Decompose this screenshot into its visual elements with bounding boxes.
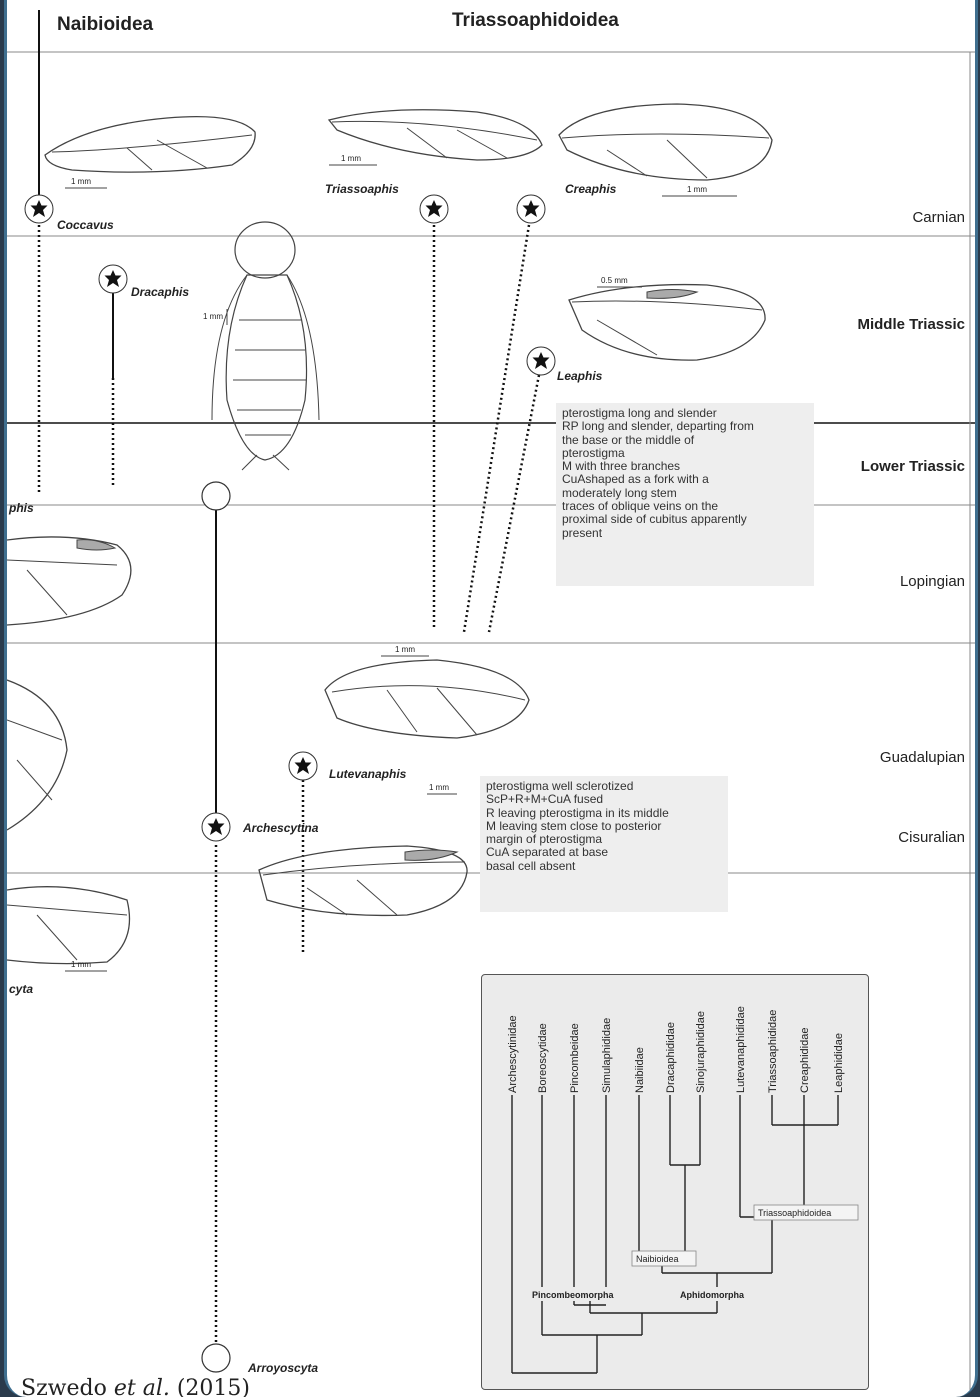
caption-etal: et al. xyxy=(114,1376,170,1397)
taxon-arroyoscyta: Arroyoscyta xyxy=(247,1361,318,1375)
family-label: Lutevanaphididae xyxy=(735,1006,747,1093)
wing-lutevanaphis xyxy=(325,660,529,738)
family-label: Sinojuraphididae xyxy=(695,1011,707,1093)
taxon-lutevanaphis: Lutevanaphis xyxy=(329,767,407,781)
period-middle-triassic: Middle Triassic xyxy=(857,316,965,333)
scale-label: 1 mm xyxy=(203,312,223,321)
period-lower-triassic: Lower Triassic xyxy=(861,458,965,475)
star-marker-lutevanaphis xyxy=(289,752,317,780)
star-marker-triassoaphis xyxy=(420,195,448,223)
star-marker-coccavus xyxy=(25,195,53,223)
period-guadalupian: Guadalupian xyxy=(880,749,965,766)
wing-partial-lopingian xyxy=(7,537,131,625)
caption-author: Szwedo xyxy=(21,1376,107,1397)
period-cisuralian: Cisuralian xyxy=(898,829,965,846)
annotation-lower: pterostigma well sclerotized ScP+R+M+CuA… xyxy=(480,776,728,912)
scale-label: 1 mm xyxy=(71,960,91,969)
naibioidea-heading: Naibioidea xyxy=(57,14,154,35)
taxon-partial-cyta: cyta xyxy=(9,982,33,996)
scale-label: 1 mm xyxy=(429,783,449,792)
wing-partial-guadalupian xyxy=(7,680,67,830)
wing-leaphis xyxy=(569,285,765,361)
caption-year: (2015) xyxy=(177,1376,250,1397)
scale-label: 1 mm xyxy=(71,177,91,186)
family-label: Naibiidae xyxy=(634,1047,646,1093)
wing-creaphis xyxy=(559,104,772,180)
family-label: Creaphididae xyxy=(799,1028,811,1093)
star-marker-leaphis xyxy=(527,347,555,375)
period-lopingian: Lopingian xyxy=(900,573,965,590)
scale-label: 0.5 mm xyxy=(601,276,628,285)
scale-label: 1 mm xyxy=(341,154,361,163)
lineages xyxy=(39,10,539,1345)
family-label: Boreoscytidae xyxy=(537,1023,549,1093)
star-marker-archescytina xyxy=(202,813,230,841)
wing-coccavus xyxy=(45,117,255,173)
cladogram-inset: Archescytinidae Boreoscytidae Pincombeid… xyxy=(481,974,869,1390)
family-label: Pincombeidae xyxy=(569,1023,581,1093)
taxon-coccavus: Coccavus xyxy=(57,218,114,232)
taxon-archescytina: Archescytina xyxy=(242,821,319,835)
taxon-triassoaphis: Triassoaphis xyxy=(325,182,399,196)
cladogram-svg: Archescytinidae Boreoscytidae Pincombeid… xyxy=(482,975,868,1389)
insect-body-drawing xyxy=(212,222,319,470)
period-carnian: Carnian xyxy=(912,209,965,226)
annotation-upper: pterostigma long and slender RP long and… xyxy=(556,403,814,586)
star-marker-creaphis xyxy=(517,195,545,223)
taxon-dracaphis: Dracaphis xyxy=(131,285,189,299)
star-marker-dracaphis xyxy=(99,265,127,293)
group-triassoaphidoidea: Triassoaphidoidea xyxy=(758,1208,831,1218)
node-circle-arroyoscyta xyxy=(202,1344,230,1372)
family-label: Leaphididae xyxy=(833,1033,845,1093)
figure-card: Naibioidea Triassoaphidoidea Carnian Mid… xyxy=(4,0,978,1397)
scale-label: 1 mm xyxy=(687,185,707,194)
family-label: Archescytinidae xyxy=(507,1015,519,1093)
wing-archescytina xyxy=(259,846,467,915)
taxon-leaphis: Leaphis xyxy=(557,369,603,383)
group-aphidomorpha: Aphidomorpha xyxy=(680,1290,745,1300)
wing-triassoaphis xyxy=(329,110,542,160)
scale-label: 1 mm xyxy=(395,645,415,654)
group-pincombeomorpha: Pincombeomorpha xyxy=(532,1290,615,1300)
wing-partial-cisuralian xyxy=(7,887,130,964)
family-label: Simulaphididae xyxy=(601,1018,613,1093)
fossil-markers xyxy=(25,195,555,841)
taxon-partial-phis: phis xyxy=(8,501,34,515)
family-label: Dracaphididae xyxy=(665,1022,677,1093)
taxon-creaphis: Creaphis xyxy=(565,182,617,196)
node-circle-triassic xyxy=(202,482,230,510)
figure-caption: Szwedo et al. (2015) xyxy=(21,1376,250,1397)
group-naibioidea: Naibioidea xyxy=(636,1254,679,1264)
family-label: Triassoaphididae xyxy=(767,1010,779,1093)
triassoaphidoidea-heading: Triassoaphidoidea xyxy=(452,10,619,31)
